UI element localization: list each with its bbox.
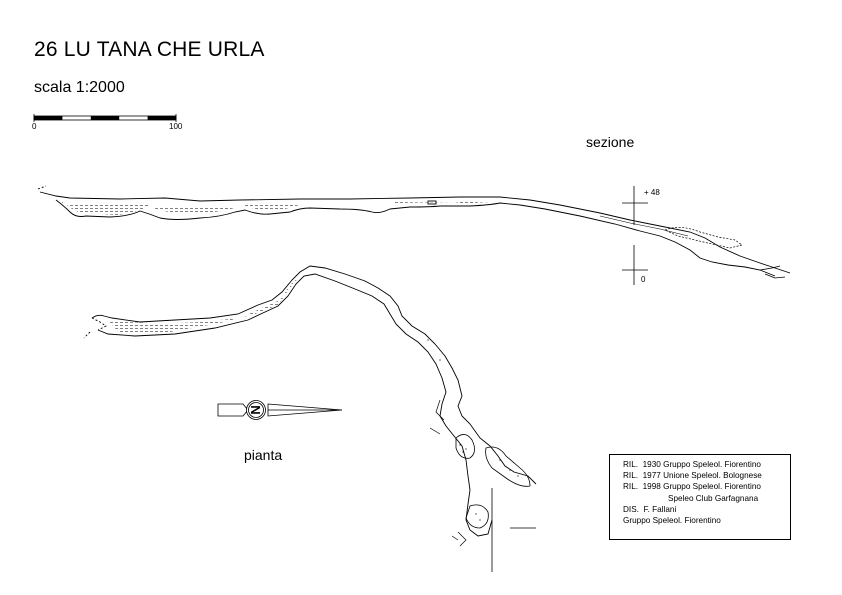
north-letter: N bbox=[248, 405, 263, 414]
section-elevation-top: + 48 bbox=[644, 188, 660, 197]
plan-reference-marks bbox=[491, 488, 536, 572]
section-elevation-bottom: 0 bbox=[641, 275, 646, 284]
plan-view bbox=[83, 265, 537, 547]
scale-bar-label-start: 0 bbox=[32, 122, 37, 131]
credit-row: RIL. 1998 Gruppo Speleol. Fiorentino bbox=[623, 482, 761, 492]
section-profile bbox=[37, 185, 791, 279]
plan-label: pianta bbox=[244, 447, 283, 463]
map-title: 26 LU TANA CHE URLA bbox=[34, 38, 265, 61]
scale-bar-label-end: 100 bbox=[169, 122, 183, 131]
section-label: sezione bbox=[586, 134, 635, 150]
credit-row: RIL. 1977 Unione Speleol. Bolognese bbox=[623, 471, 762, 481]
section-elevation-marks bbox=[622, 186, 648, 285]
credit-row: Speleo Club Garfagnana bbox=[668, 493, 759, 503]
scale-ratio: scala 1:2000 bbox=[34, 79, 125, 96]
scale-bar bbox=[33, 114, 177, 122]
credit-row: Gruppo Speleol. Fiorentino bbox=[623, 516, 721, 526]
north-arrow-icon: N bbox=[217, 400, 343, 420]
credits-box: RIL. 1930 Gruppo Speleol. Fiorentino RIL… bbox=[609, 454, 791, 540]
credit-row: RIL. 1930 Gruppo Speleol. Fiorentino bbox=[623, 460, 761, 469]
credit-row: DIS. F. Fallani bbox=[623, 504, 677, 514]
